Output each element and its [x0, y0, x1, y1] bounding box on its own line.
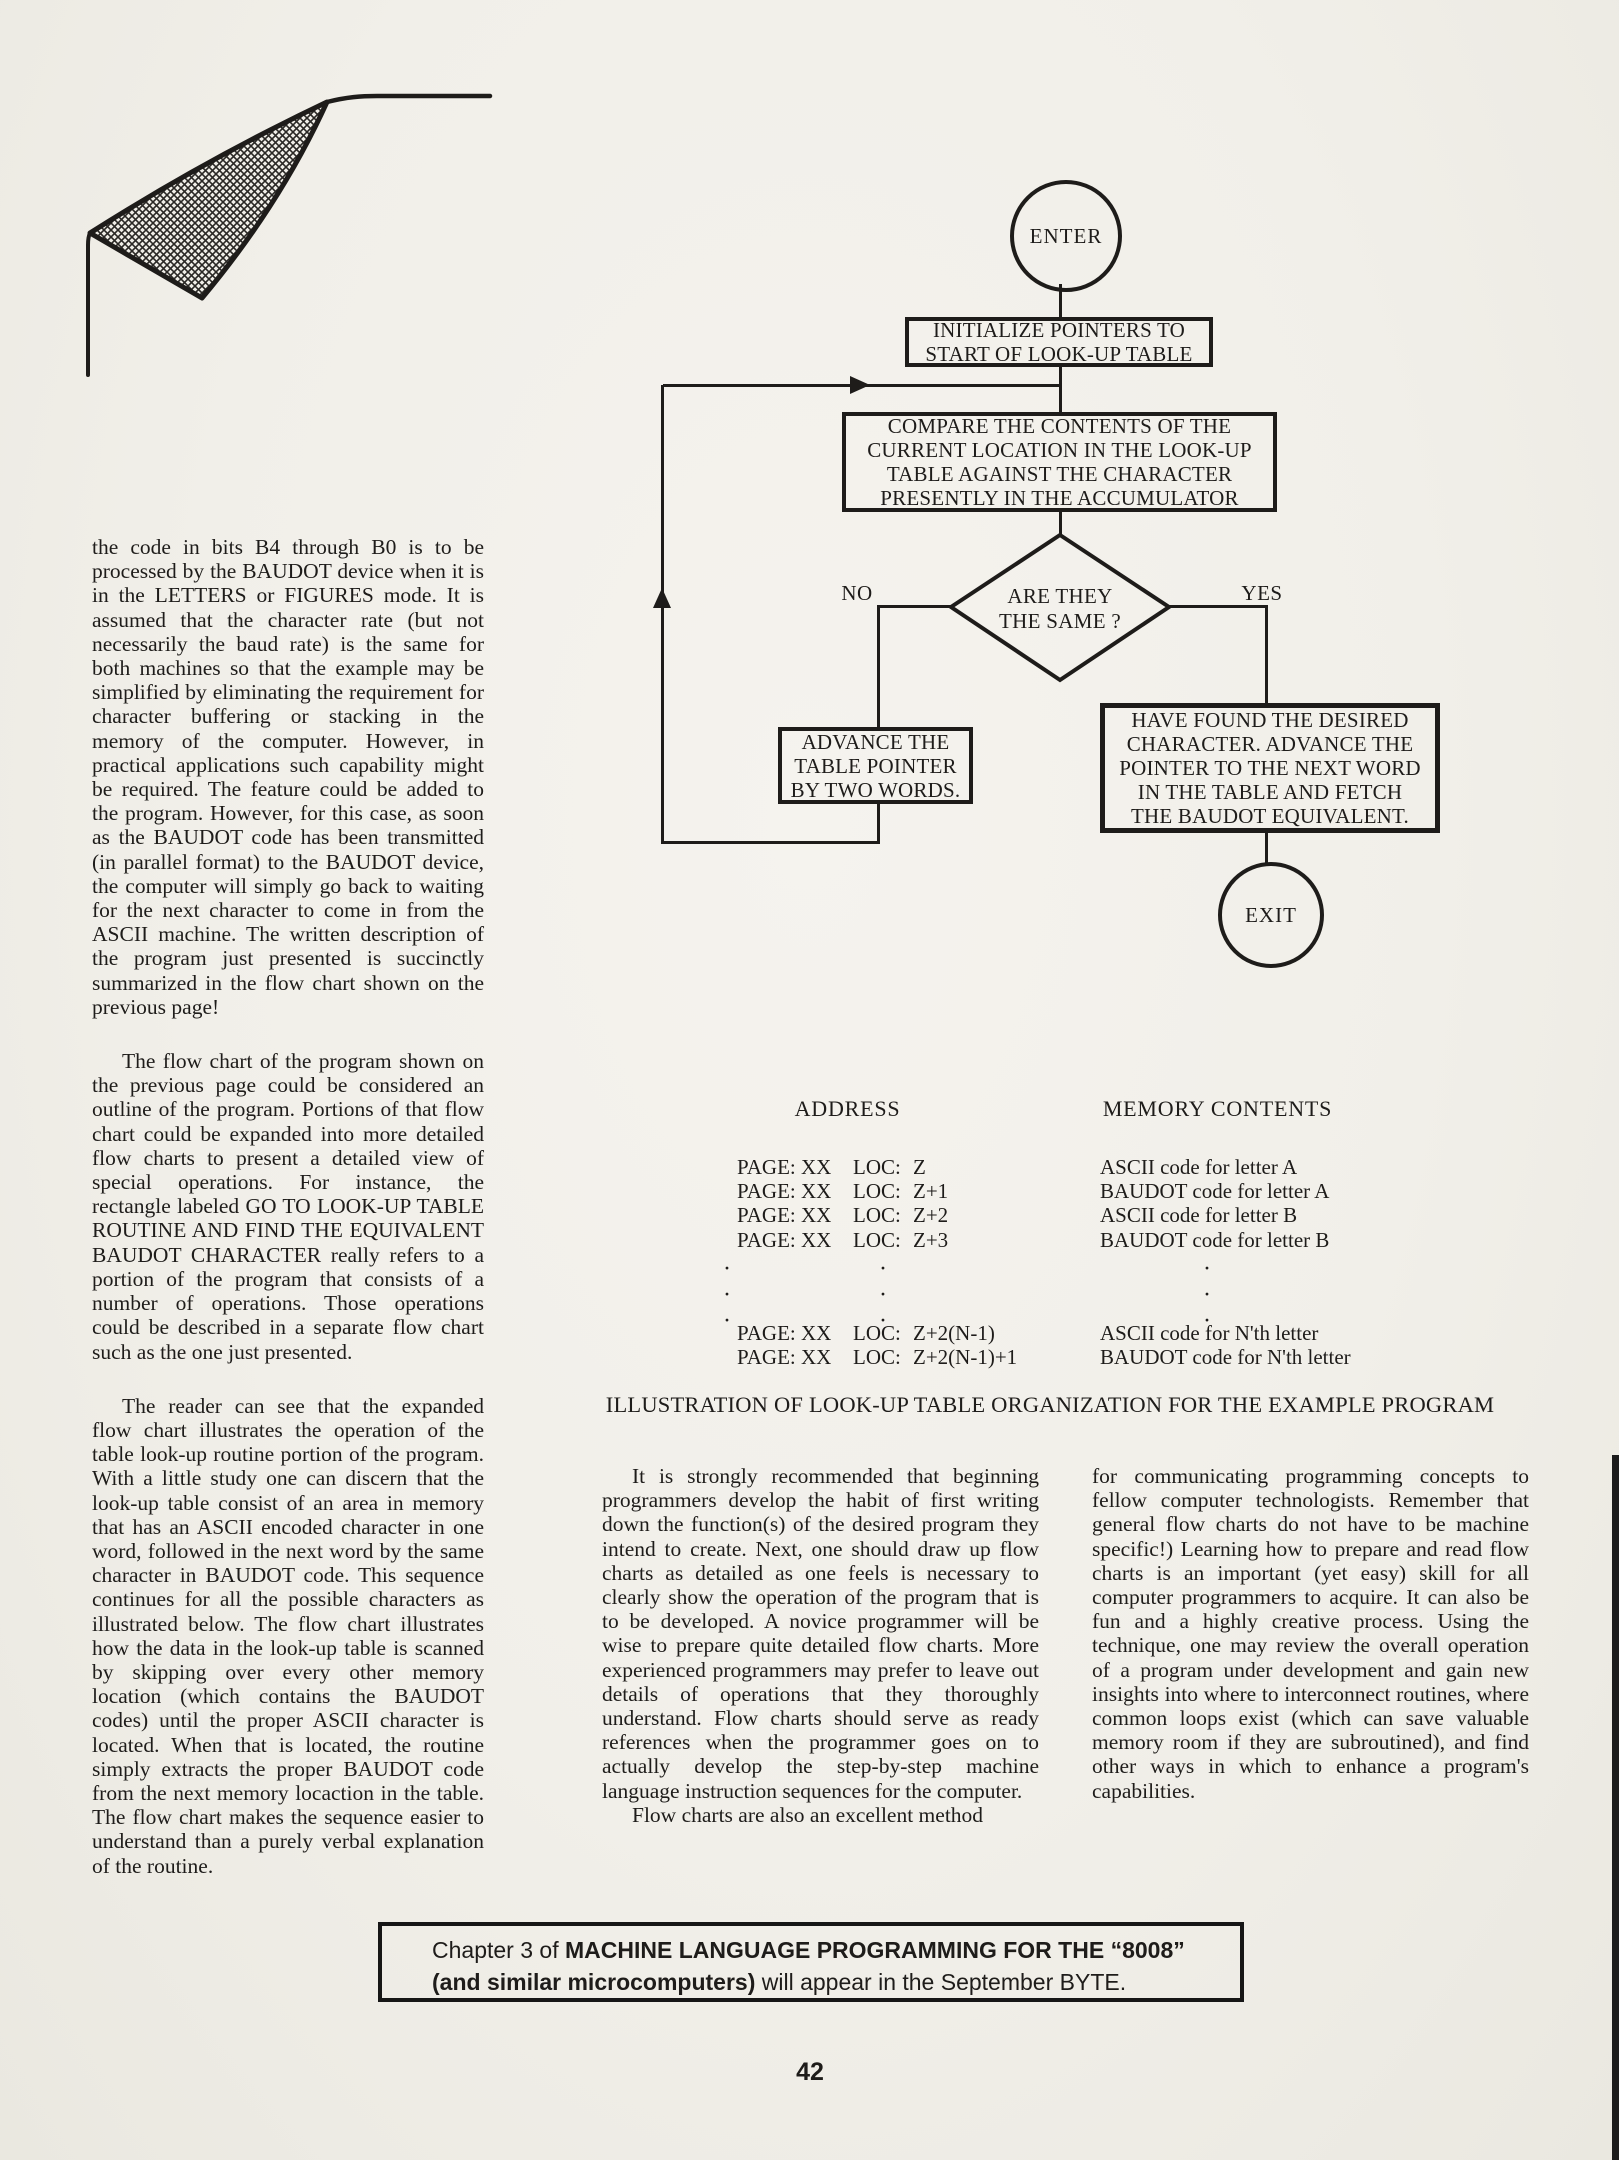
table-header-memory-contents: MEMORY CONTENTS — [1102, 1096, 1333, 1121]
memory-content: ASCII code for letter A — [1100, 1155, 1298, 1179]
connector-advance-down — [877, 804, 880, 844]
connector-no-horizontal — [877, 605, 953, 608]
table-row: PAGE: XX LOC: Z+2(N-1)+1 BAUDOT code for N'… — [737, 1345, 1351, 1369]
paragraph: The flow chart of the program shown on t… — [92, 1049, 484, 1364]
ellipsis-dots: · · · — [879, 1256, 887, 1334]
flowchart-terminal-exit: EXIT — [1218, 862, 1324, 968]
addr-value: Z — [913, 1155, 926, 1179]
found-label: HAVE FOUND THE DESIRED CHARACTER. ADVANC… — [1119, 708, 1421, 828]
memory-content: ASCII code for N'th letter — [1100, 1321, 1319, 1345]
scan-edge-artifact — [1612, 1455, 1619, 2160]
announcement-text-title: MACHINE LANGUAGE PROGRAMMING FOR THE “80… — [432, 1937, 1185, 1995]
connector-yes-vertical — [1265, 607, 1268, 703]
connector-found-to-exit — [1265, 831, 1268, 863]
table-row: PAGE: XX LOC: Z+2(N-1) ASCII code for N'th … — [737, 1321, 1351, 1345]
table-rows: PAGE: XX LOC: Z ASCII code for letter A PAG… — [737, 1155, 1329, 1252]
compare-label: COMPARE THE CONTENTS OF THE CURRENT LOCA… — [867, 414, 1252, 510]
flowchart-step-found: HAVE FOUND THE DESIRED CHARACTER. ADVANC… — [1100, 703, 1440, 833]
addr-loc: LOC: — [853, 1345, 901, 1370]
addr-value: Z+2(N-1) — [913, 1321, 995, 1345]
announcement-box: Chapter 3 of MACHINE LANGUAGE PROGRAMMIN… — [378, 1922, 1244, 2002]
exit-label: EXIT — [1245, 902, 1297, 927]
ellipsis-dots: · · · — [1203, 1256, 1211, 1334]
connector-enter-to-init — [1059, 284, 1062, 317]
decision-diamond-shape — [947, 532, 1173, 683]
decorative-swoosh-graphic — [86, 93, 493, 377]
connector-yes-horizontal — [1168, 605, 1268, 608]
table-row: PAGE: XX LOC: Z ASCII code for letter A — [737, 1155, 1329, 1179]
connector-compare-to-decision — [1059, 512, 1062, 537]
paragraph: It is strongly recommended that beginnin… — [602, 1464, 1039, 1803]
addr-value: Z+2(N-1)+1 — [913, 1345, 1018, 1370]
memory-content: ASCII code for letter B — [1100, 1203, 1298, 1228]
flowchart-step-advance: ADVANCE THE TABLE POINTER BY TWO WORDS. — [778, 727, 973, 804]
memory-content: BAUDOT code for letter A — [1100, 1179, 1330, 1204]
connector-loop-bottom — [662, 841, 880, 844]
addr-value: Z+1 — [913, 1179, 949, 1204]
table-header-address: ADDRESS — [794, 1096, 901, 1121]
addr-page: PAGE: XX — [737, 1155, 832, 1179]
connector-loop-left — [661, 385, 664, 844]
addr-value: Z+3 — [913, 1227, 949, 1252]
page-number: 42 — [796, 2058, 824, 2086]
connector-init-to-compare — [1059, 367, 1062, 412]
ellipsis-dots: · · · — [723, 1256, 731, 1334]
addr-loc: LOC: — [853, 1179, 901, 1204]
table-row: PAGE: XX LOC: Z+2 ASCII code for letter B — [737, 1203, 1329, 1227]
connector-no-vertical — [877, 607, 880, 727]
addr-loc: LOC: — [853, 1203, 901, 1228]
arrowhead-up-icon — [653, 588, 671, 608]
flowchart-step-compare: COMPARE THE CONTENTS OF THE CURRENT LOCA… — [842, 412, 1277, 512]
paragraph: the code in bits B4 through B0 is to be … — [92, 535, 484, 1019]
advance-label: ADVANCE THE TABLE POINTER BY TWO WORDS. — [790, 729, 961, 802]
table-row: PAGE: XX LOC: Z+1 BAUDOT code for letter A — [737, 1179, 1329, 1203]
flowchart-terminal-enter: ENTER — [1010, 180, 1122, 292]
enter-label: ENTER — [1029, 223, 1103, 248]
paragraph: Flow charts are also an excellent method — [632, 1802, 984, 1827]
memory-content: BAUDOT code for N'th letter — [1100, 1345, 1351, 1370]
addr-loc: LOC: — [853, 1321, 901, 1345]
branch-no-label: NO — [841, 581, 873, 605]
addr-loc: LOC: — [853, 1155, 901, 1179]
announcement-text-tail: will appear in the September BYTE. — [755, 1969, 1127, 1995]
arrowhead-right-icon — [850, 376, 870, 394]
decision-label: ARE THEY THE SAME ? — [999, 584, 1121, 633]
table-rows-nth: PAGE: XX LOC: Z+2(N-1) ASCII code for N'th … — [737, 1321, 1351, 1369]
addr-page: PAGE: XX — [737, 1227, 832, 1252]
addr-page: PAGE: XX — [737, 1179, 832, 1204]
figure-caption: ILLUSTRATION OF LOOK-UP TABLE ORGANIZATI… — [605, 1392, 1495, 1417]
announcement-text-lead: Chapter 3 of — [432, 1937, 565, 1963]
addr-loc: LOC: — [853, 1227, 901, 1252]
addr-page: PAGE: XX — [737, 1321, 832, 1345]
table-row: PAGE: XX LOC: Z+3 BAUDOT code for letter B — [737, 1228, 1329, 1252]
addr-page: PAGE: XX — [737, 1345, 832, 1370]
branch-yes-label: YES — [1241, 581, 1283, 605]
addr-page: PAGE: XX — [737, 1203, 832, 1228]
article-column-left: the code in bits B4 through B0 is to be … — [92, 535, 484, 1908]
paragraph: for communicating programming concepts t… — [1092, 1464, 1529, 1803]
initialize-label: INITIALIZE POINTERS TO START OF LOOK-UP … — [925, 318, 1193, 366]
article-column-right: for communicating programming concepts t… — [1092, 1464, 1529, 1803]
paragraph: The reader can see that the expanded flo… — [92, 1393, 484, 1878]
flowchart-step-initialize: INITIALIZE POINTERS TO START OF LOOK-UP … — [905, 317, 1213, 367]
memory-content: BAUDOT code for letter B — [1100, 1227, 1330, 1252]
addr-value: Z+2 — [913, 1203, 949, 1228]
article-column-middle: It is strongly recommended that beginnin… — [602, 1464, 1039, 1827]
